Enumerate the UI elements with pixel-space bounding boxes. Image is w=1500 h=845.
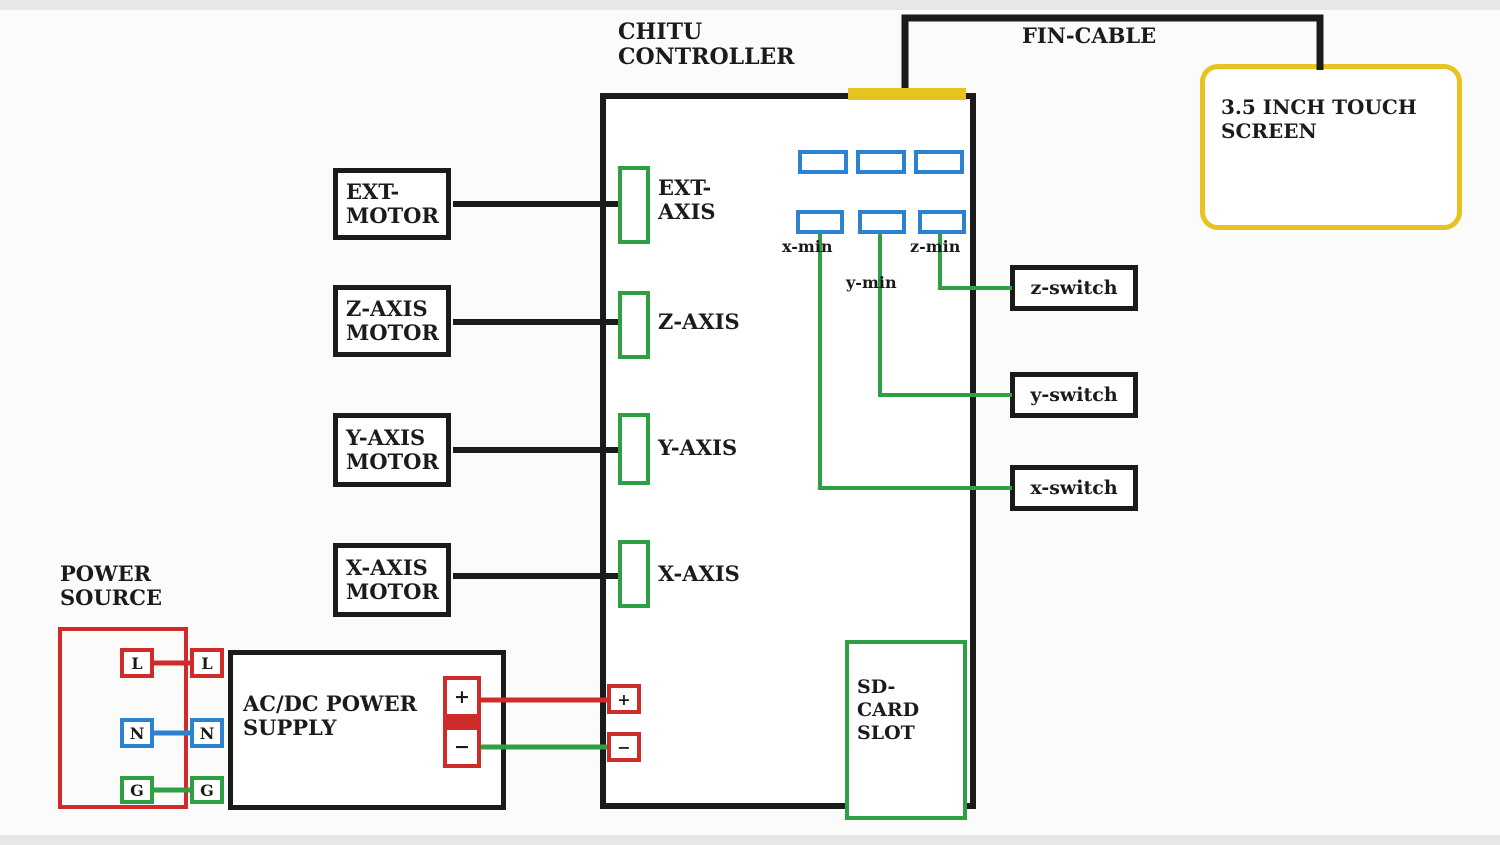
touch-screen-box: 3.5 INCH TOUCH SCREEN — [1200, 64, 1462, 230]
source-live-terminal: L — [120, 648, 154, 678]
z-axis-motor-box: Z-AXIS MOTOR — [333, 285, 451, 357]
port-x-axis — [618, 540, 650, 608]
source-ground-terminal: G — [120, 776, 154, 804]
ext-motor-box: EXT- MOTOR — [333, 168, 451, 240]
psu-dc-terminals: + − — [443, 676, 481, 768]
endstop-header — [798, 150, 848, 174]
endstop-header — [914, 150, 964, 174]
port-y-axis — [618, 413, 650, 485]
photo-edge-top — [0, 0, 1500, 10]
source-neutral-terminal: N — [120, 718, 154, 748]
port-z-axis-label: Z-AXIS — [658, 309, 740, 334]
port-z-axis — [618, 291, 650, 359]
wire-fin-cable — [901, 14, 1324, 98]
wire-x-min — [818, 232, 1012, 490]
controller-plus-terminal: + — [607, 684, 641, 714]
controller-title: CHITU CONTROLLER — [618, 19, 795, 71]
z-min-label: z-min — [910, 237, 961, 256]
endstop-y-min-header — [858, 210, 906, 234]
port-x-axis-label: X-AXIS — [658, 561, 740, 586]
psu-plus-terminal: + — [447, 680, 477, 714]
y-axis-motor-box: Y-AXIS MOTOR — [333, 413, 451, 487]
photo-edge-bottom — [0, 835, 1500, 845]
wire-z-min — [938, 232, 1012, 290]
power-source-title: POWER SOURCE — [60, 561, 162, 611]
port-ext-axis — [618, 166, 650, 244]
power-source-box — [58, 627, 188, 809]
port-ext-axis-label: EXT- AXIS — [658, 175, 716, 225]
psu-terminal-divider — [447, 714, 477, 730]
x-switch-box: x-switch — [1010, 465, 1138, 511]
psu-live-terminal: L — [190, 648, 224, 678]
psu-minus-terminal: − — [447, 730, 477, 764]
endstop-x-min-header — [796, 210, 844, 234]
psu-label: AC/DC POWER SUPPLY — [243, 691, 418, 741]
wire-y-min — [878, 232, 1012, 397]
psu-neutral-terminal: N — [190, 718, 224, 748]
controller-minus-terminal: − — [607, 732, 641, 762]
z-switch-box: z-switch — [1010, 265, 1138, 311]
sd-card-slot: SD-CARD SLOT — [845, 640, 967, 820]
x-min-label: x-min — [782, 237, 833, 256]
psu-ground-terminal: G — [190, 776, 224, 804]
fin-cable-connector — [848, 88, 966, 100]
y-switch-box: y-switch — [1010, 372, 1138, 418]
x-axis-motor-box: X-AXIS MOTOR — [333, 543, 451, 617]
endstop-z-min-header — [918, 210, 966, 234]
endstop-header — [856, 150, 906, 174]
fin-cable-label: FIN-CABLE — [1022, 23, 1157, 48]
port-y-axis-label: Y-AXIS — [658, 435, 738, 460]
y-min-label: y-min — [846, 273, 897, 292]
